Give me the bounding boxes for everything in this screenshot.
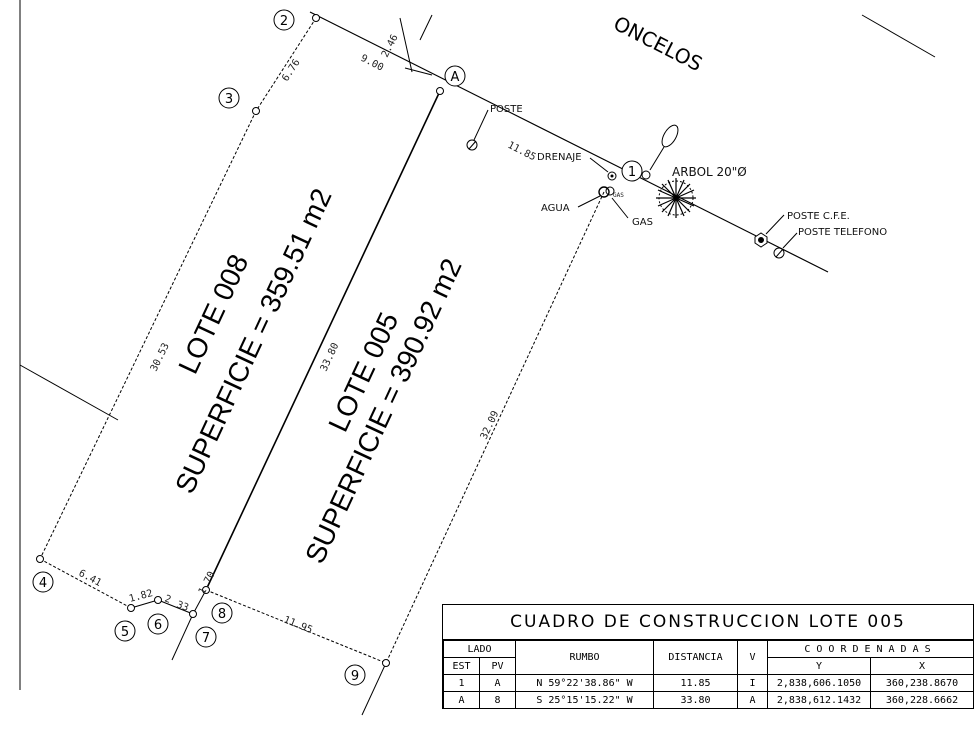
vertex-label-6: 6 (154, 618, 162, 633)
dim-extension (399, 17, 413, 73)
vertex-label-1: 1 (628, 165, 636, 180)
header-est: EST (443, 657, 480, 675)
poste-telefono-icon (773, 232, 798, 259)
dim-label: 2 (163, 593, 172, 605)
vertex-label-8: 8 (218, 607, 226, 622)
poste-cfe-icon (754, 214, 785, 248)
header-y: Y (767, 657, 871, 675)
boundary-1-9 (385, 191, 605, 664)
dim-label: 6.76 (280, 57, 302, 83)
cell-distancia: 11.85 (653, 674, 738, 692)
neighbor-line (19, 364, 119, 421)
vertex-bubble-1 (621, 160, 643, 182)
vertex-bubble-4 (32, 571, 54, 593)
vertex-label-4: 4 (39, 576, 47, 591)
header-lado: LADO (443, 640, 516, 658)
lot-005-area: SUPERFICIE = 390.92 m2 (299, 254, 468, 568)
boundary-2-3 (255, 17, 317, 112)
header-x: X (869, 657, 975, 675)
dim-label: 33 (175, 599, 190, 613)
cell-v: I (737, 674, 768, 692)
construction-table: CUADRO DE CONSTRUCCION LOTE 005 LADO RUM… (442, 604, 975, 709)
label-arbol: ARBOL 20"Ø (672, 165, 747, 179)
boundary-7-8 (192, 589, 207, 615)
header-rumbo: RUMBO (515, 640, 654, 675)
boundary-6-7 (157, 599, 194, 615)
poste-icon (466, 109, 489, 151)
label-gas: GAS (632, 217, 653, 228)
boundary-4-5 (39, 558, 132, 609)
table-title: CUADRO DE CONSTRUCCION LOTE 005 (443, 605, 973, 640)
vertex-label-7: 7 (202, 631, 210, 646)
header-distancia: DISTANCIA (653, 640, 738, 675)
dim-label: 30.53 (149, 341, 172, 373)
cell-y: 2,838,606.1050 (767, 674, 871, 692)
label-agua: AGUA (541, 203, 570, 214)
water-gas-icon (577, 186, 629, 219)
cell-x: 360,228.6662 (869, 691, 975, 709)
vertex-marks (36, 14, 444, 667)
label-poste-cfe: POSTE C.F.E. (787, 211, 850, 222)
dim-extension (419, 14, 433, 41)
header-coordenadas: COORDENADAS (766, 640, 975, 658)
cell-x: 360,238.8670 (869, 674, 975, 692)
drenaje-icon (589, 157, 617, 181)
dim-label: 11.85 (506, 140, 538, 163)
boundary-5-6 (130, 599, 159, 609)
label-gas-small: GAS (613, 192, 624, 199)
dim-label: 32.09 (479, 409, 502, 441)
vertex-bubble-3 (218, 87, 240, 109)
dim-label: 11.95 (282, 615, 314, 636)
vertex-bubble-5 (114, 620, 136, 642)
cell-est: 1 (443, 674, 480, 692)
cell-rumbo: S 25°15'15.22" W (515, 691, 654, 709)
header-v: V (737, 640, 768, 675)
vertex-bubbles (32, 9, 643, 686)
street-name: ONCELOS (610, 11, 707, 76)
vertex-bubble-7 (195, 626, 217, 648)
dim-extension (404, 67, 433, 76)
cell-y: 2,838,612.1432 (767, 691, 871, 709)
vertex-bubble-6 (147, 613, 169, 635)
boundary-A-8 (205, 90, 441, 591)
table-row: A 8 S 25°15'15.22" W 33.80 A 2,838,612.1… (443, 691, 975, 709)
cell-est: A (443, 691, 480, 709)
header-pv: PV (479, 657, 516, 675)
boundary-8-9 (205, 589, 387, 664)
dim-label: 33.80 (319, 341, 342, 373)
boundary-extension (171, 613, 194, 661)
vertex-label-3: 3 (225, 92, 233, 107)
boundary-extension (361, 662, 387, 716)
label-poste-telefono: POSTE TELEFONO (798, 227, 887, 238)
vertex-bubble-8 (211, 602, 233, 624)
street-line (309, 11, 829, 273)
table-row: 1 A N 59°22'38.86" W 11.85 I 2,838,606.1… (443, 674, 975, 692)
vertex-label-9: 9 (351, 669, 359, 684)
cell-pv: 8 (479, 691, 516, 709)
cell-distancia: 33.80 (653, 691, 738, 709)
vertex-label-A: A (451, 70, 460, 85)
label-drenaje: DRENAJE (537, 152, 582, 163)
table-grid: LADO RUMBO DISTANCIA V COORDENADAS EST P… (443, 640, 975, 709)
tree-icon (641, 124, 696, 218)
dim-label: 1.70 (197, 570, 218, 596)
cell-v: A (737, 691, 768, 709)
vertex-label-2: 2 (280, 14, 288, 29)
boundary-3-4 (39, 110, 257, 560)
street-line-far (861, 14, 936, 58)
vertex-bubble-A (444, 65, 466, 87)
label-poste: POSTE (490, 104, 523, 115)
cell-rumbo: N 59°22'38.86" W (515, 674, 654, 692)
vertex-bubble-2 (273, 9, 295, 31)
vertex-label-5: 5 (121, 625, 129, 640)
vertex-bubble-9 (344, 664, 366, 686)
cell-pv: A (479, 674, 516, 692)
